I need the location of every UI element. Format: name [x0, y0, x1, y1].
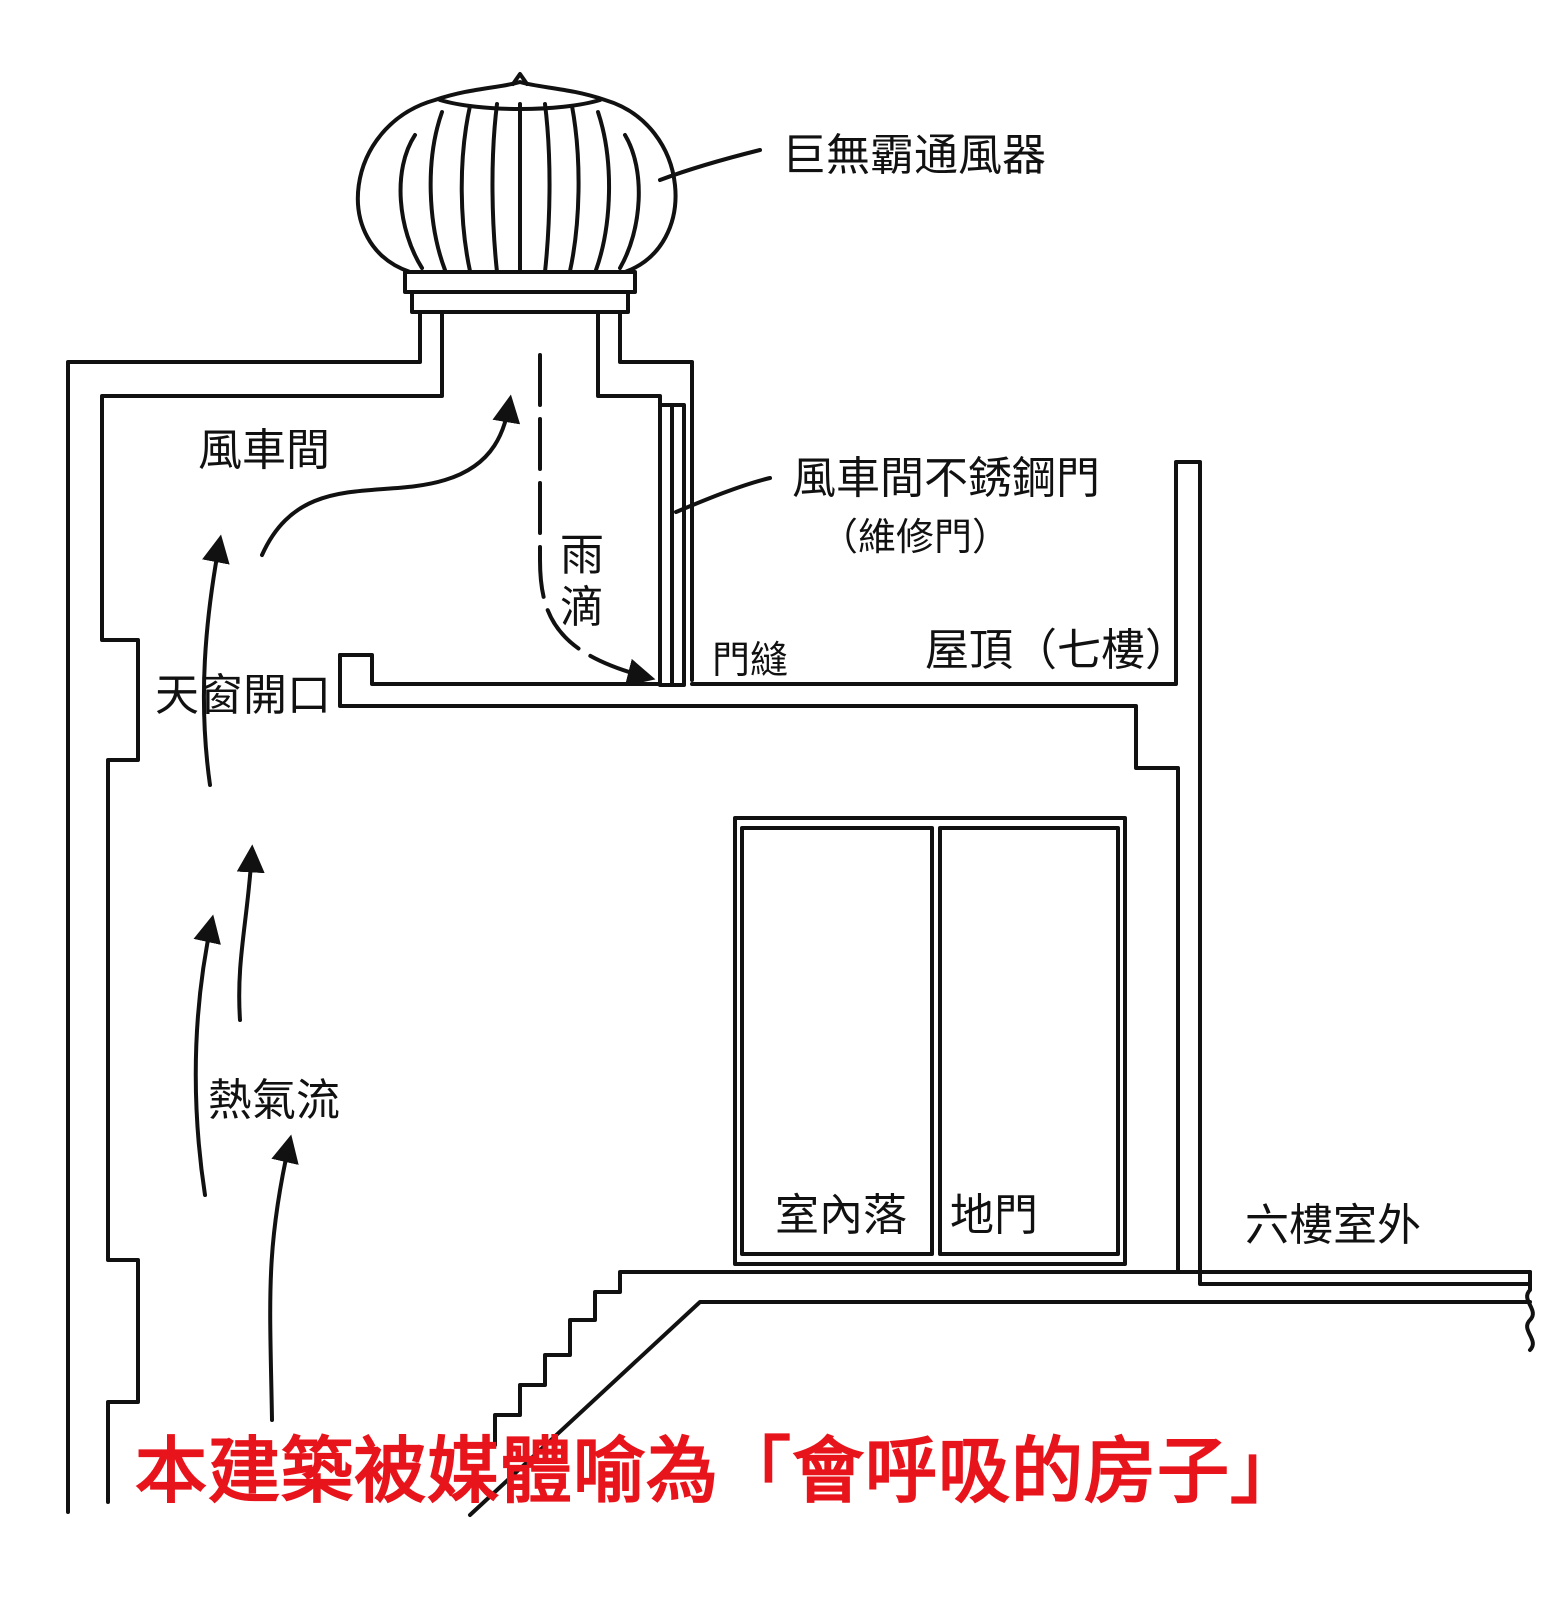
door-label: 風車間不銹鋼門	[792, 453, 1100, 504]
outside-label: 六樓室外	[1245, 1200, 1421, 1251]
door-gap-label: 門縫	[712, 638, 788, 682]
ventilator-label: 巨無霸通風器	[782, 130, 1046, 181]
window-right-label: 地門	[950, 1190, 1038, 1241]
rain-label-1: 雨	[560, 530, 604, 581]
floor-slab-stairs	[468, 1270, 1532, 1517]
hot-air-label: 熱氣流	[208, 1075, 340, 1126]
skylight-label: 天窗開口	[155, 670, 331, 721]
window-left-label: 室內落	[775, 1190, 907, 1241]
leader-lines	[658, 148, 772, 514]
fan-room-label: 風車間	[198, 425, 330, 476]
fan-room-walls	[66, 310, 694, 1514]
roof-slab	[338, 460, 1535, 1352]
fan-room-door	[658, 403, 686, 687]
hot-airflow-arrows	[193, 394, 521, 1422]
caption: 本建築被媒體喻為「會呼吸的房子」	[135, 1429, 1304, 1513]
indoor-sliding-door	[733, 816, 1127, 1266]
rain-label-2: 滴	[560, 582, 604, 633]
door-note-label: （維修門）	[820, 515, 1010, 559]
rain-drip-line	[538, 353, 656, 687]
roof-label: 屋頂（七樓）	[925, 625, 1189, 676]
turbine-ventilator-icon	[355, 72, 678, 314]
